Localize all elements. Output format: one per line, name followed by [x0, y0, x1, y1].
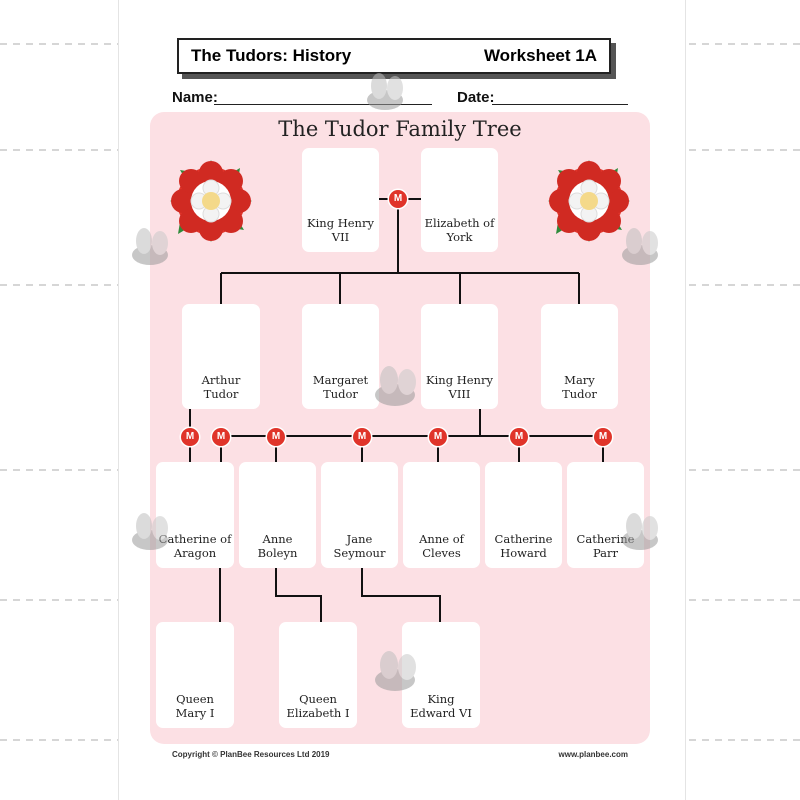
- marriage-badge: M: [267, 428, 285, 446]
- person-name: Anne Boleyn: [257, 532, 298, 560]
- person-card-anne-boleyn: Anne Boleyn: [239, 462, 316, 568]
- person-name: Elizabeth of York: [424, 216, 495, 244]
- person-name: Mary Tudor: [562, 373, 597, 401]
- person-name: Queen Elizabeth I: [286, 692, 350, 720]
- person-card-mary-tudor: Mary Tudor: [541, 304, 618, 409]
- person-name: Arthur Tudor: [201, 373, 241, 401]
- marriage-badge: M: [429, 428, 447, 446]
- person-name: King Henry VIII: [426, 373, 493, 401]
- worksheet-number: Worksheet 1A: [483, 46, 597, 65]
- person-card-mary-i: Queen Mary I: [156, 622, 234, 728]
- person-card-elizabeth-of-york: Elizabeth of York: [421, 148, 498, 252]
- person-card-catherine-of-aragon: Catherine of Aragon: [156, 462, 234, 568]
- person-card-catherine-parr: Catherine Parr: [567, 462, 644, 568]
- marriage-badge: M: [389, 190, 407, 208]
- person-name: King Edward VI: [410, 692, 472, 720]
- marriage-badge: M: [510, 428, 528, 446]
- worksheet-header: The Tudors: History Worksheet 1A: [177, 38, 611, 74]
- marriage-badge: M: [594, 428, 612, 446]
- worksheet-title: The Tudors: History: [191, 46, 352, 65]
- date-field[interactable]: [492, 104, 628, 105]
- person-name: Jane Seymour: [333, 532, 386, 560]
- tudor-rose-icon: [548, 160, 630, 242]
- person-card-henry-vii: King Henry VII: [302, 148, 379, 252]
- name-field[interactable]: [214, 104, 432, 105]
- person-card-catherine-howard: Catherine Howard: [485, 462, 562, 568]
- person-card-edward-vi: King Edward VI: [402, 622, 480, 728]
- person-card-anne-of-cleves: Anne of Cleves: [403, 462, 480, 568]
- person-name: Catherine Howard: [494, 532, 553, 560]
- footer-copyright: Copyright © PlanBee Resources Ltd 2019: [172, 750, 330, 759]
- marriage-badge: M: [181, 428, 199, 446]
- marriage-badge: M: [212, 428, 230, 446]
- footer-website[interactable]: www.planbee.com: [558, 750, 629, 759]
- person-name: Anne of Cleves: [419, 532, 464, 560]
- name-label: Name:: [172, 89, 218, 106]
- person-card-arthur-tudor: Arthur Tudor: [182, 304, 260, 409]
- person-name: Queen Mary I: [175, 692, 215, 720]
- family-tree-title: The Tudor Family Tree: [278, 117, 522, 141]
- person-card-elizabeth-i: Queen Elizabeth I: [279, 622, 357, 728]
- date-label: Date:: [457, 89, 495, 106]
- person-card-jane-seymour: Jane Seymour: [321, 462, 398, 568]
- tudor-rose-icon: [170, 160, 252, 242]
- person-card-henry-viii: King Henry VIII: [421, 304, 498, 409]
- marriage-badge: M: [353, 428, 371, 446]
- person-name: Catherine Parr: [576, 532, 635, 560]
- person-name: King Henry VII: [307, 216, 374, 244]
- person-name: Catherine of Aragon: [158, 532, 232, 560]
- person-name: Margaret Tudor: [312, 373, 369, 401]
- person-card-margaret-tudor: Margaret Tudor: [302, 304, 379, 409]
